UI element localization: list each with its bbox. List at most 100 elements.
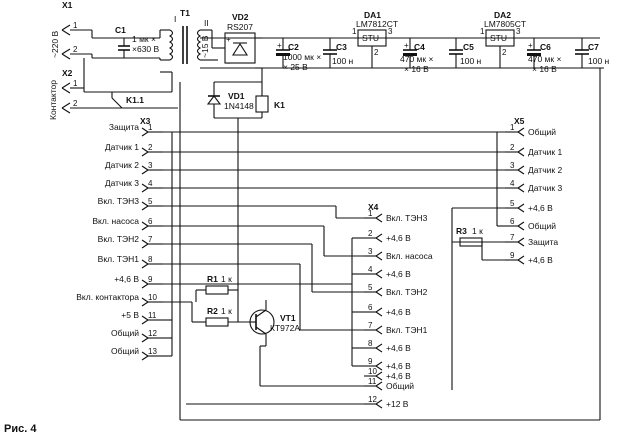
x4-pin-number: 10 bbox=[368, 367, 377, 376]
bridge-rectifier-vd2: VD2 RS207 + − bbox=[211, 12, 262, 69]
interconnect-wires bbox=[163, 68, 601, 421]
svg-text:2: 2 bbox=[502, 48, 507, 57]
x4-pin-number: 2 bbox=[368, 229, 373, 238]
x4-pin-5: 5 Вкл. ТЭН2 bbox=[364, 283, 428, 297]
x5-pin-number: 7 bbox=[510, 233, 515, 242]
x4-pin-number: 7 bbox=[368, 321, 373, 330]
x4-ref: X4 bbox=[368, 202, 379, 212]
capacitor-c2: + C2 1000 мк × × 25 В bbox=[276, 38, 321, 72]
svg-text:II: II bbox=[204, 18, 209, 28]
svg-text:LM7812CT: LM7812CT bbox=[356, 19, 398, 29]
capacitor-c1: C1 1 мк × ×630 В bbox=[115, 25, 160, 58]
svg-text:VD1: VD1 bbox=[228, 91, 245, 101]
x3-pin-label: Вкл. ТЭН3 bbox=[98, 196, 140, 206]
x3-pin-7: Вкл. ТЭН2 7 bbox=[98, 234, 163, 249]
x3-pin-label: Вкл. насоса bbox=[92, 216, 139, 226]
x4-pin-number: 11 bbox=[368, 377, 377, 386]
svg-text:470 мк ×: 470 мк × bbox=[400, 54, 433, 64]
x2-label: Контактор bbox=[48, 80, 58, 120]
svg-text:+: + bbox=[277, 41, 282, 50]
x3-pin-number: 3 bbox=[148, 161, 153, 170]
svg-text:C6: C6 bbox=[540, 42, 551, 52]
svg-text:1 мк ×: 1 мк × bbox=[132, 34, 156, 44]
capacitor-c3: C3 100 н bbox=[323, 38, 354, 68]
x5-pin-label: Общий bbox=[528, 127, 556, 137]
x3-pin-label: Вкл. ТЭН2 bbox=[98, 234, 140, 244]
svg-text:+: + bbox=[404, 41, 409, 50]
svg-text:I: I bbox=[174, 14, 176, 24]
svg-text:1: 1 bbox=[480, 27, 485, 36]
svg-text:T1: T1 bbox=[180, 8, 190, 18]
x4-pin-label: +12 В bbox=[386, 399, 409, 409]
svg-text:2: 2 bbox=[73, 99, 78, 108]
x4-pin-number: 1 bbox=[368, 209, 373, 218]
x3-pin-label: Защита bbox=[109, 122, 139, 132]
x4-pin-label: Общий bbox=[386, 381, 414, 391]
x3-pin-number: 10 bbox=[148, 293, 157, 302]
x3-pin-number: 7 bbox=[148, 235, 153, 244]
svg-text:C2: C2 bbox=[288, 42, 299, 52]
x3-pin-number: 9 bbox=[148, 275, 153, 284]
x4-pin-label: +4,6 В bbox=[386, 233, 411, 243]
connector-x1: X1 ~220 В 1 2 bbox=[50, 0, 93, 60]
svg-text:VT1: VT1 bbox=[280, 313, 296, 323]
x5-pin-number: 3 bbox=[510, 161, 515, 170]
svg-text:K1: K1 bbox=[274, 100, 285, 110]
x4-pin-label: Вкл. ТЭН3 bbox=[386, 213, 428, 223]
x3-pin-5: Вкл. ТЭН3 5 bbox=[98, 196, 163, 211]
svg-text:DA1: DA1 bbox=[364, 10, 381, 20]
x3-pin-number: 4 bbox=[148, 179, 153, 188]
x3-pin-number: 2 bbox=[148, 143, 153, 152]
x4-pin-number: 8 bbox=[368, 339, 373, 348]
x5-pin-number: 5 bbox=[510, 199, 515, 208]
resistor-r3: R3 1 к bbox=[456, 226, 483, 247]
svg-text:3: 3 bbox=[516, 27, 521, 36]
svg-text:C7: C7 bbox=[588, 42, 599, 52]
svg-text:КТ972А: КТ972А bbox=[270, 323, 300, 333]
x3-pin-number: 5 bbox=[148, 197, 153, 206]
x4-pin-label: Вкл. ТЭН2 bbox=[386, 287, 428, 297]
svg-text:R2: R2 bbox=[207, 306, 218, 316]
x4-pin-label: +4,6 В bbox=[386, 343, 411, 353]
x4-pin-9: 9+4,6 В bbox=[364, 357, 411, 371]
x5-pin-number: 9 bbox=[510, 251, 515, 260]
x3-pin-10: Вкл. контактора 10 bbox=[76, 292, 163, 307]
resistor-r1: R1 1 к bbox=[195, 274, 238, 302]
svg-text:×630 В: ×630 В bbox=[132, 44, 160, 54]
x3-pin-label: Вкл. контактора bbox=[76, 292, 139, 302]
x3-pin-number: 6 bbox=[148, 217, 153, 226]
x5-pin-label: Датчик 3 bbox=[528, 183, 562, 193]
regulator-da2: DA2 LM7805CT STU 1 3 2 bbox=[480, 10, 526, 68]
svg-text:1: 1 bbox=[73, 21, 78, 30]
x3-pin-label: Общий bbox=[111, 346, 139, 356]
svg-text:× 16 В: × 16 В bbox=[404, 64, 429, 74]
x4-pin-2: 2 +4,6 В bbox=[364, 229, 411, 243]
x3-pin-number: 8 bbox=[148, 255, 153, 264]
x3-pin-6: Вкл. насоса 6 bbox=[92, 216, 163, 231]
x4-pin-number: 3 bbox=[368, 247, 373, 256]
svg-text:−: − bbox=[226, 59, 231, 68]
svg-text:STU: STU bbox=[490, 33, 507, 43]
x4-pin-number: 5 bbox=[368, 283, 373, 292]
svg-text:2: 2 bbox=[374, 48, 379, 57]
svg-text:C3: C3 bbox=[336, 42, 347, 52]
x4-pin-8: 8 +4,6 В bbox=[364, 339, 411, 353]
x4-pin-12: 12+12 В bbox=[364, 395, 409, 409]
svg-text:1000 мк ×: 1000 мк × bbox=[283, 52, 321, 62]
svg-text:~15 В: ~15 В bbox=[200, 35, 210, 58]
x5-pin-number: 6 bbox=[510, 217, 515, 226]
x4-pin-label: +4,6 В bbox=[386, 371, 411, 381]
